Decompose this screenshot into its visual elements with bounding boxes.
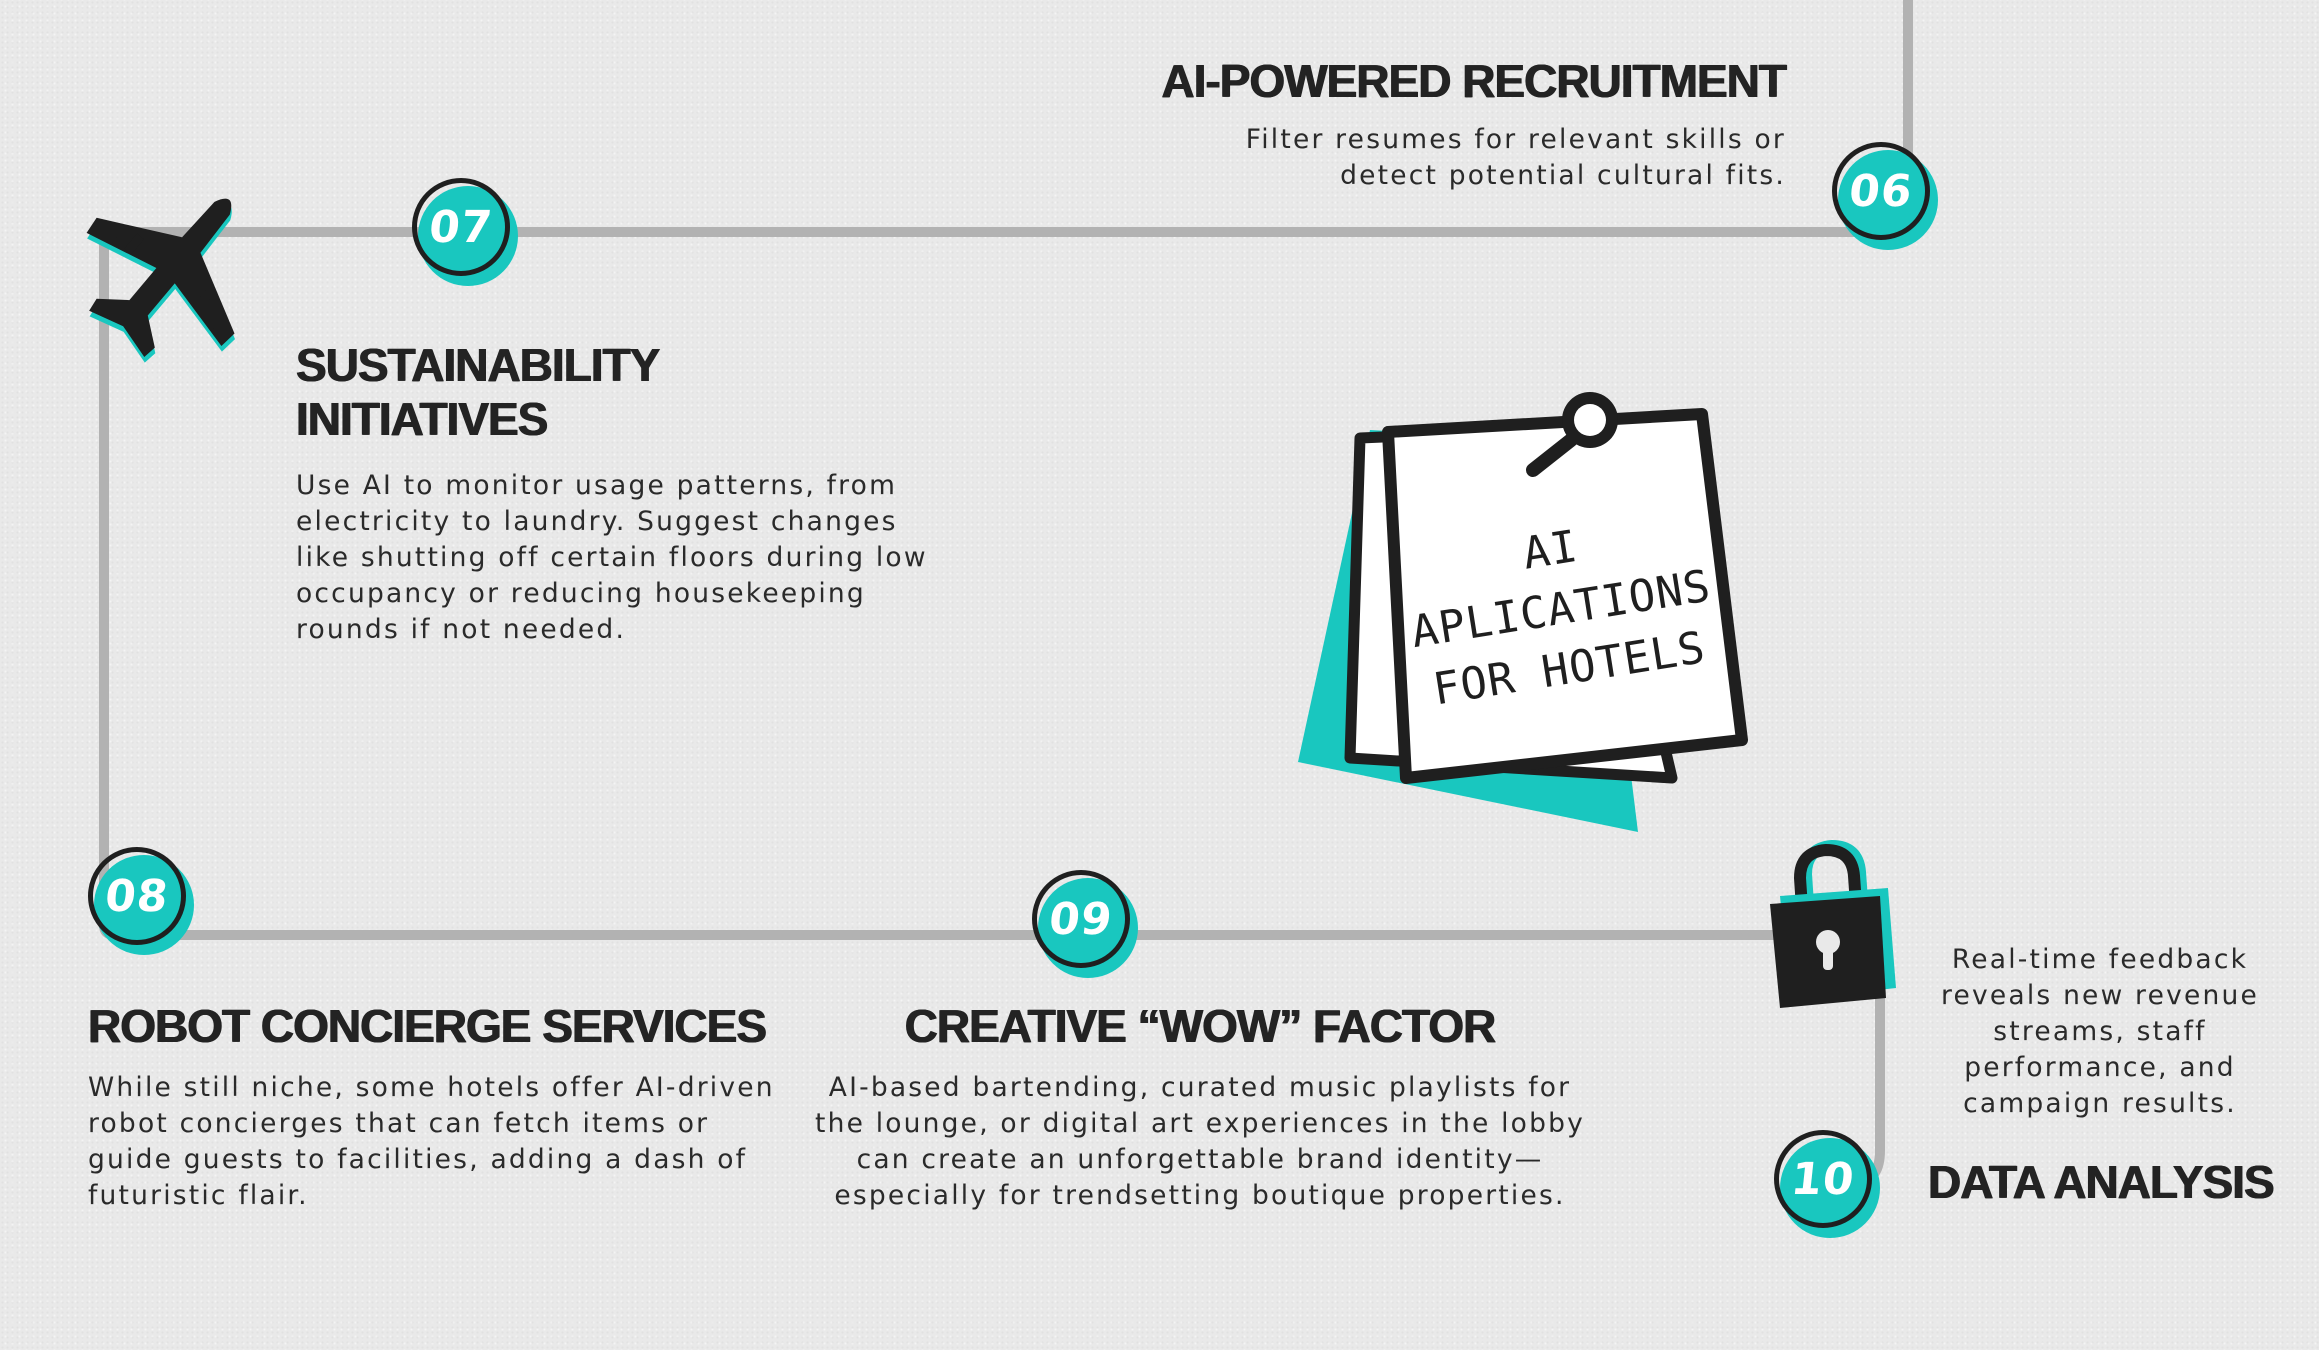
step-badge-06: 06 [1830,140,1938,250]
step-badge-08: 08 [86,845,194,955]
step-number: 06 [1846,165,1916,217]
airplane-icon [86,198,236,363]
step-title-10: DATA ANALYSIS [1928,1156,2275,1208]
step-badge-07: 07 [410,176,518,286]
step-number: 10 [1788,1153,1858,1205]
step-description-10: Real-time feedback reveals new revenue s… [1941,944,2259,1119]
step-number: 09 [1046,893,1116,945]
step-number: 07 [426,201,496,253]
step-title-07: SUSTAINABILITY INITIATIVES [296,339,660,445]
sticky-note-icon [1298,408,1748,832]
step-title-09: CREATIVE “WOW” FACTOR [904,1000,1497,1052]
step-number: 08 [102,870,172,922]
pin-icon [1526,392,1618,477]
step-description-06: Filter resumes for relevant skills or de… [1245,124,1786,191]
step-title-08: ROBOT CONCIERGE SERVICES [88,1000,767,1052]
step-description-08: While still niche, some hotels offer AI-… [88,1072,775,1211]
step-title-06: AI-POWERED RECRUITMENT [1161,55,1787,107]
step-badge-09: 09 [1030,868,1138,978]
step-description-07: Use AI to monitor usage patterns, from e… [296,470,928,645]
step-description-09: AI-based bartending, curated music playl… [814,1072,1586,1211]
padlock-icon [1770,839,1896,1008]
step-badge-10: 10 [1772,1128,1880,1238]
